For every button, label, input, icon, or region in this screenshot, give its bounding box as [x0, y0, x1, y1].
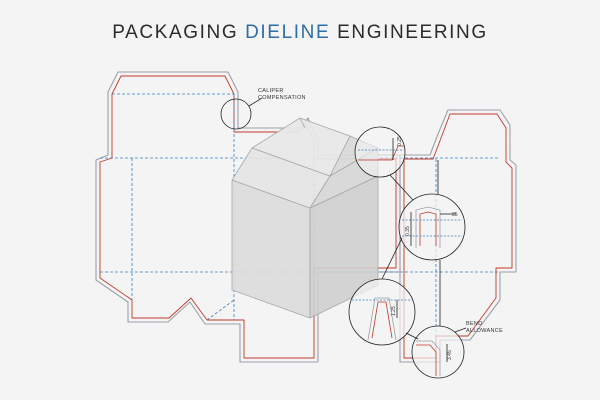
title-part-1: PACKAGING [112, 22, 246, 43]
dim-mid-circle-v: 0.35 [405, 226, 411, 236]
connector-3 [381, 237, 403, 280]
bottom-circle-cut [416, 344, 437, 376]
lower-circle-outline [367, 297, 397, 341]
title-accent: DIELINE [245, 22, 331, 43]
caliper-label-line-1: CALIPER [258, 88, 284, 94]
lower-detail-circle [348, 278, 416, 346]
mid-detail-circle [398, 193, 466, 261]
mid-circle-outline [415, 206, 441, 248]
dim-top-circle: 0.25 [397, 136, 403, 146]
top-circle-cut [358, 145, 404, 161]
dim-lower-circle: 1.25 [391, 306, 397, 316]
left-cut-outline [95, 71, 401, 363]
lower-circle-cut [371, 301, 393, 339]
connector-5 [405, 332, 419, 340]
box-edge [299, 117, 306, 129]
bend-leader [454, 327, 467, 333]
bend-label-line-2: ALLOWANCE [466, 328, 503, 334]
fold-line-diag [206, 299, 235, 321]
bottom-circle-outline [416, 340, 441, 376]
title-part-3: ENGINEERING [330, 22, 488, 43]
page-title: PACKAGING DIELINE ENGINEERING [0, 22, 600, 44]
top-detail-circle [354, 126, 406, 178]
detail-callouts [220, 97, 467, 379]
caliper-label-line-2: COMPENSATION [258, 95, 306, 101]
caliper-leader [248, 97, 263, 107]
bottom-detail-circle [411, 325, 465, 379]
dim-bottom-circle: 3.45 [447, 350, 453, 360]
connector-1 [389, 174, 414, 201]
circle-details [352, 138, 462, 376]
mid-circle-cut [419, 211, 437, 246]
caliper-detail-circle [220, 98, 252, 130]
bend-label-line-1: BEND [466, 321, 482, 327]
dim-mid-circle-h: 25 [452, 212, 458, 218]
